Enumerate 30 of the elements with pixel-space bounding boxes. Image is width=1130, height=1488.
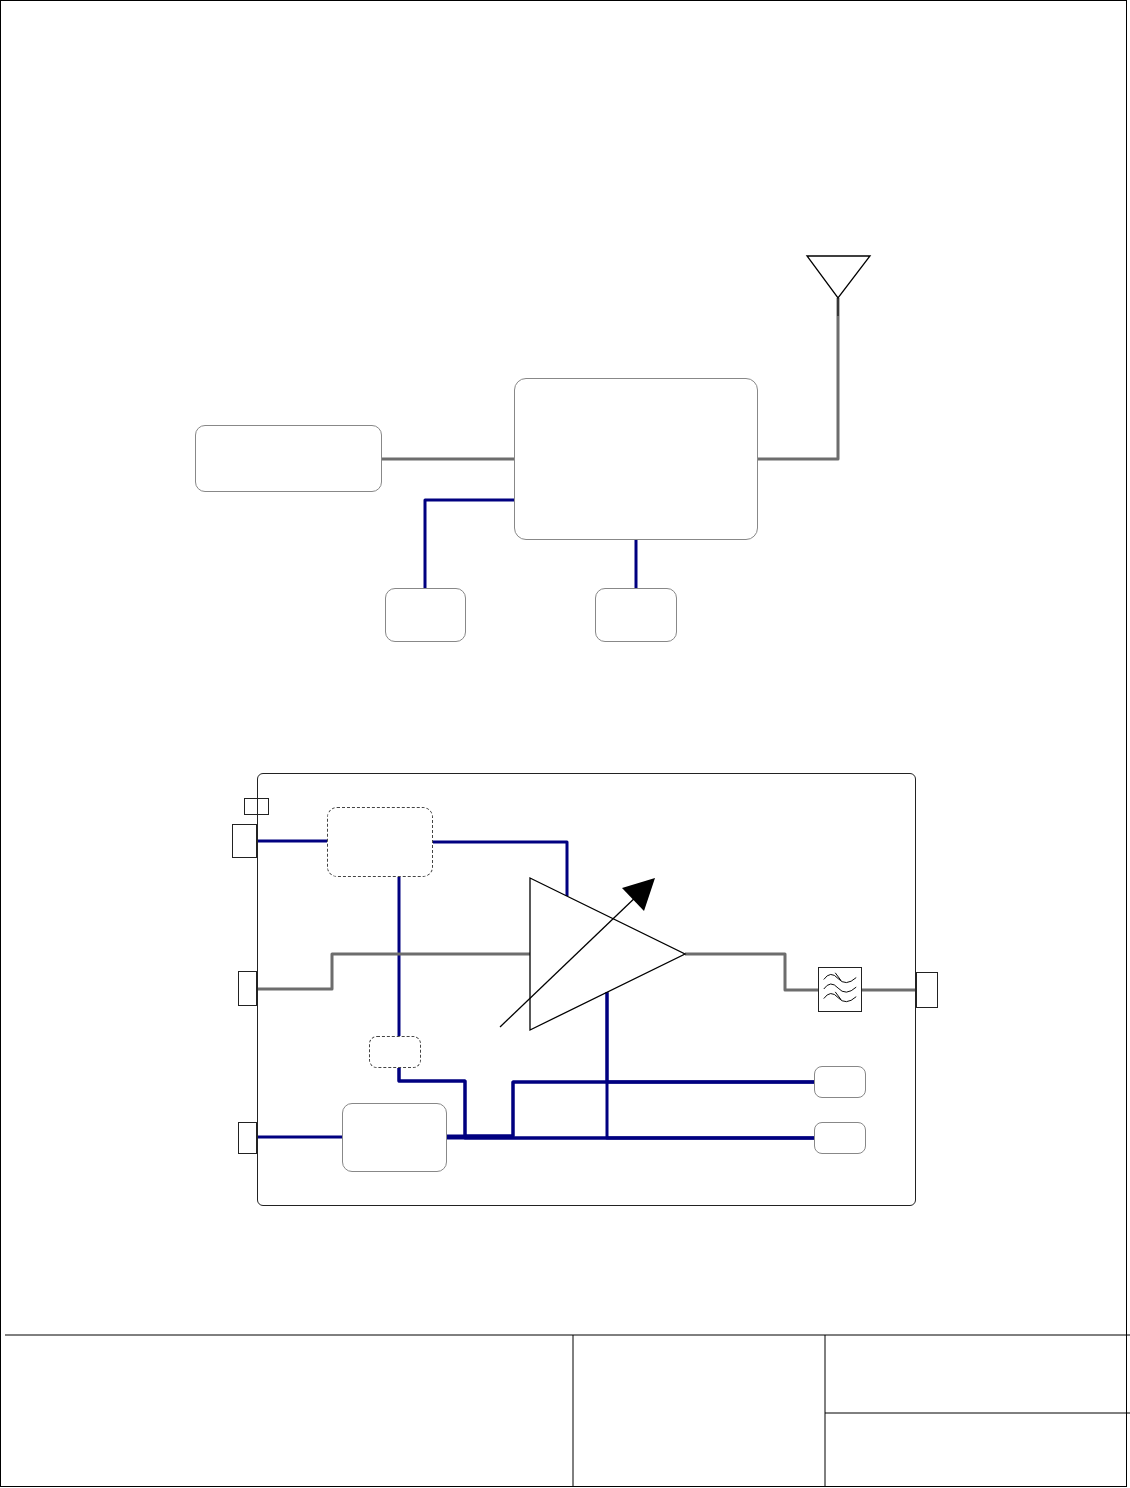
connector-line xyxy=(257,839,327,843)
block-box xyxy=(514,378,758,540)
connector-line xyxy=(605,992,814,1140)
module-box xyxy=(257,773,916,1206)
port-box xyxy=(916,972,938,1008)
connector-line xyxy=(257,952,530,991)
block-box xyxy=(595,588,677,642)
connector-line xyxy=(257,1135,342,1139)
port-box xyxy=(238,971,257,1006)
dashed-block-box xyxy=(369,1036,421,1068)
antenna-symbol xyxy=(805,254,872,316)
variable-amplifier-symbol xyxy=(498,874,688,1032)
port-box xyxy=(232,824,257,858)
block-box xyxy=(385,588,466,642)
connector-line xyxy=(433,840,569,897)
connector-line xyxy=(423,498,514,588)
block-box xyxy=(195,425,382,492)
connector-line xyxy=(382,457,514,461)
connector-line xyxy=(862,988,916,992)
port-box xyxy=(238,1122,257,1154)
connector-line xyxy=(397,877,401,1036)
connector-line xyxy=(685,952,818,992)
pin-tab xyxy=(244,798,269,815)
dashed-block-box xyxy=(327,807,433,877)
connector-line xyxy=(758,298,840,461)
block-box xyxy=(814,1066,866,1098)
filter-symbol xyxy=(818,967,862,1012)
block-box xyxy=(814,1122,866,1154)
block-box xyxy=(342,1103,447,1172)
connector-line xyxy=(634,540,638,588)
